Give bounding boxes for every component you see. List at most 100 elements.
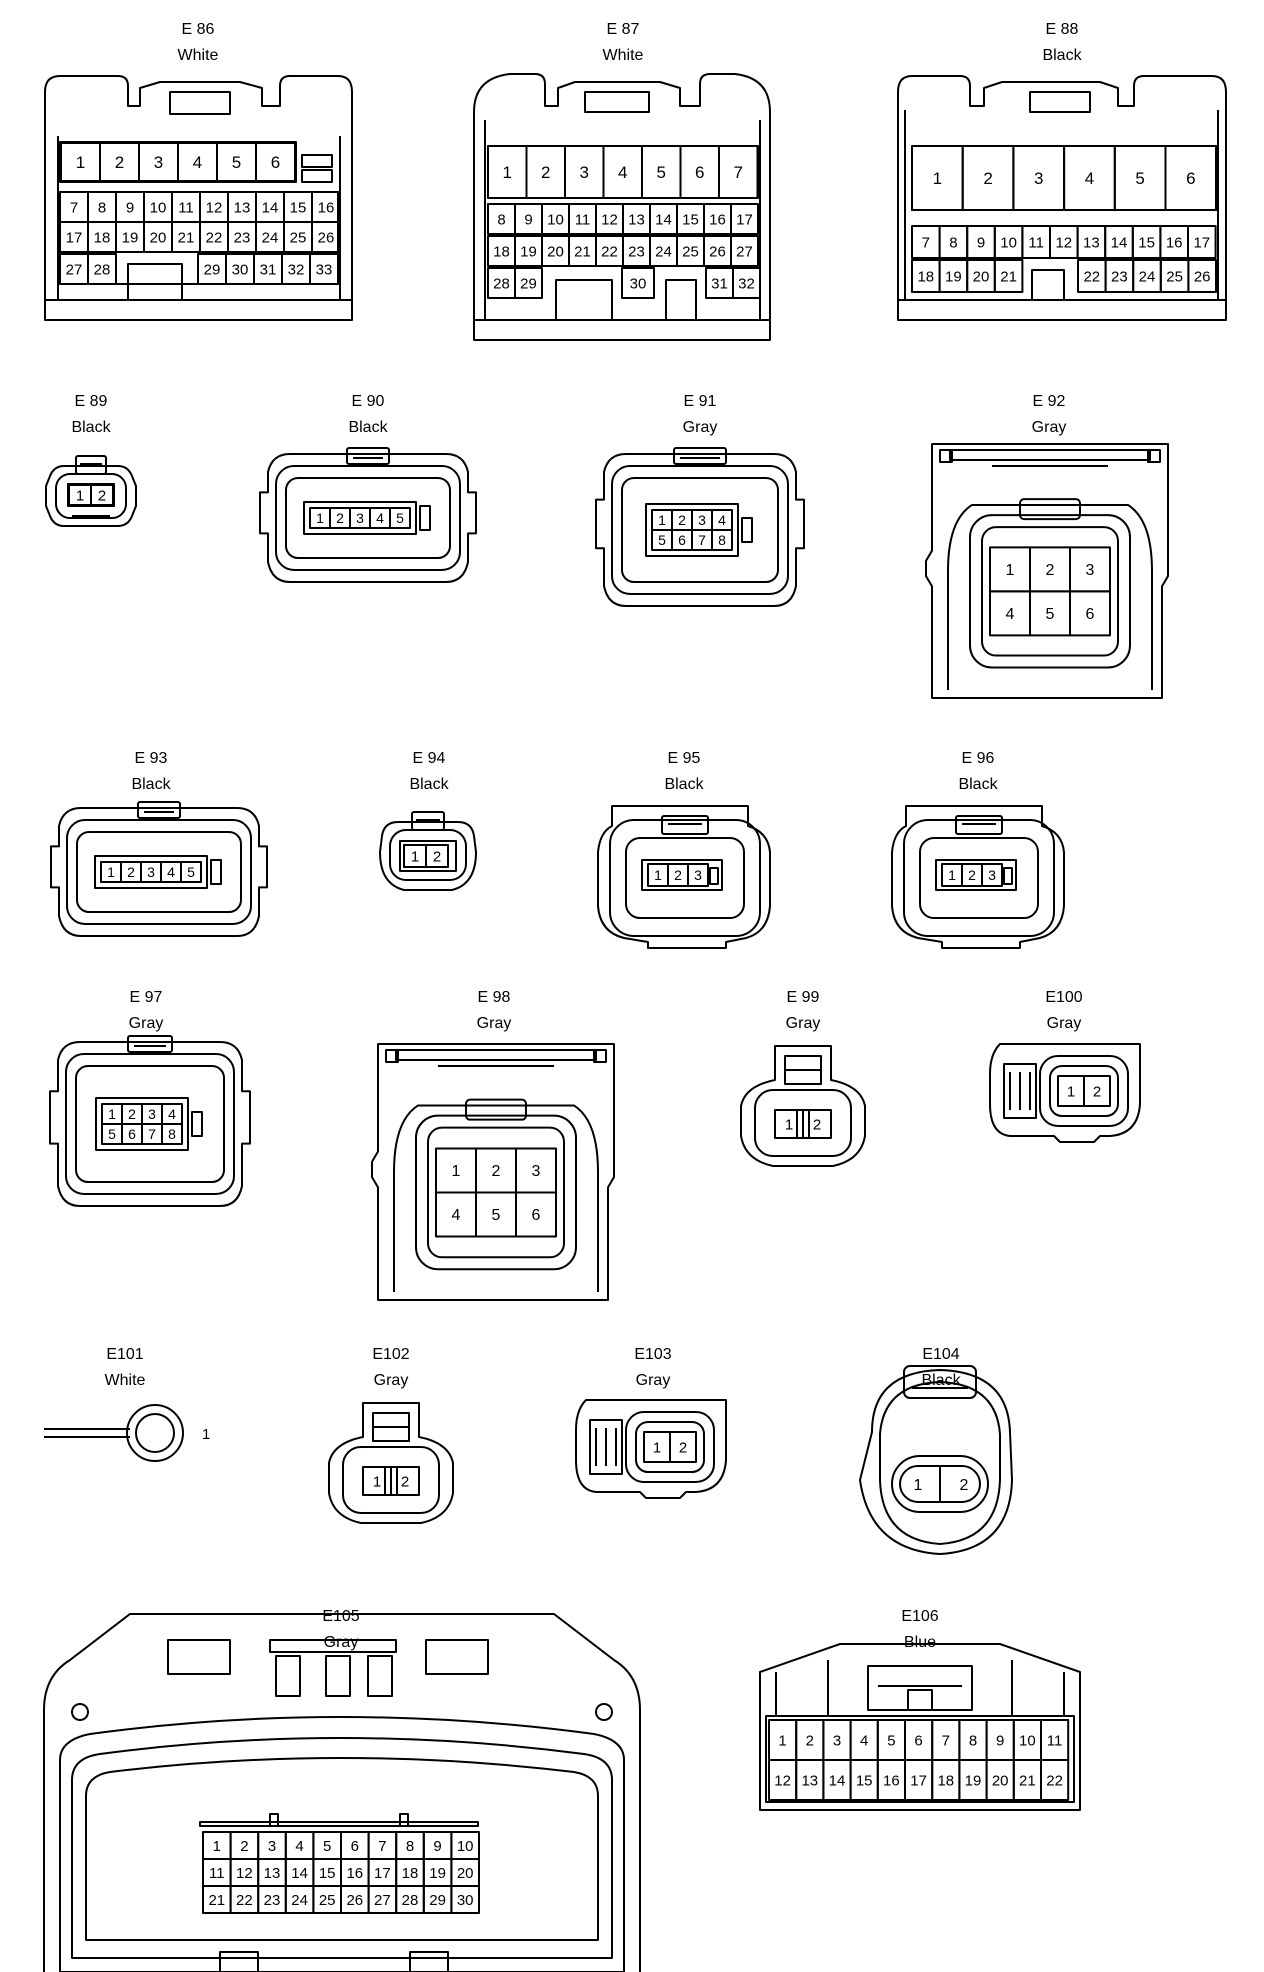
connector-id: E105 bbox=[322, 1608, 360, 1625]
pin-number: 18 bbox=[402, 1865, 419, 1882]
pin-number: 3 bbox=[154, 153, 163, 172]
connector-color: Gray bbox=[128, 1015, 164, 1032]
pin-number: 6 bbox=[1086, 606, 1095, 623]
pin-number: 1 bbox=[503, 163, 512, 182]
pin-number: 1 bbox=[202, 1426, 210, 1443]
pin-number: 2 bbox=[98, 487, 106, 504]
pin-cell bbox=[993, 259, 1024, 293]
pin-number: 1 bbox=[1006, 562, 1015, 579]
pin-cell bbox=[718, 145, 759, 199]
pin-number: 16 bbox=[883, 1772, 900, 1789]
pin-number: 1 bbox=[658, 512, 666, 528]
pin-cell bbox=[389, 507, 411, 529]
pin-number: 4 bbox=[168, 1106, 176, 1122]
pin-number: 17 bbox=[736, 211, 753, 228]
pin-number: 6 bbox=[128, 1126, 136, 1142]
pin-number: 1 bbox=[948, 867, 956, 883]
pin-cell bbox=[1083, 1075, 1111, 1107]
pin-number: 20 bbox=[457, 1865, 474, 1882]
connector-id: E 93 bbox=[134, 750, 168, 767]
pin-number: 1 bbox=[316, 510, 324, 526]
pin-number: 2 bbox=[433, 848, 441, 865]
pin-number: 26 bbox=[346, 1892, 363, 1909]
pin-number: 4 bbox=[860, 1732, 868, 1749]
pin-cell bbox=[669, 1431, 697, 1463]
pin-number: 1 bbox=[654, 867, 662, 883]
pin-cell bbox=[1187, 225, 1217, 259]
pin-number: 5 bbox=[887, 1732, 895, 1749]
pin-number: 31 bbox=[260, 261, 277, 278]
pin-number: 19 bbox=[429, 1865, 446, 1882]
pin-number: 29 bbox=[429, 1892, 446, 1909]
connector-id: E101 bbox=[106, 1346, 144, 1363]
connector-id: E 90 bbox=[351, 393, 385, 410]
pin-number: 29 bbox=[520, 275, 537, 292]
connector-color: Black bbox=[409, 776, 449, 793]
pin-number: 1 bbox=[213, 1838, 221, 1855]
pin-number: 5 bbox=[396, 510, 404, 526]
pin-number: 18 bbox=[493, 243, 510, 260]
pin-cell bbox=[515, 1191, 557, 1238]
pin-number: 23 bbox=[234, 229, 251, 246]
pin-number: 32 bbox=[738, 275, 755, 292]
pin-number: 9 bbox=[524, 211, 532, 228]
pin-number: 3 bbox=[580, 163, 589, 182]
pin-number: 5 bbox=[187, 864, 195, 880]
pin-number: 12 bbox=[236, 1865, 253, 1882]
pin-number: 15 bbox=[856, 1772, 873, 1789]
connector-color: Black bbox=[921, 1372, 961, 1389]
pin-number: 13 bbox=[628, 211, 645, 228]
pin-number: 6 bbox=[1186, 169, 1195, 188]
pin-number: 12 bbox=[601, 211, 618, 228]
connector-id: E 86 bbox=[181, 21, 215, 38]
connector-id: E 92 bbox=[1032, 393, 1066, 410]
pin-number: 17 bbox=[910, 1772, 927, 1789]
pin-number: 2 bbox=[336, 510, 344, 526]
connector-id: E 94 bbox=[412, 750, 446, 767]
pin-number: 7 bbox=[698, 532, 706, 548]
pin-number: 2 bbox=[128, 1106, 136, 1122]
pin-number: 25 bbox=[319, 1892, 336, 1909]
pin-number: 11 bbox=[1047, 1732, 1063, 1749]
pin-number: 32 bbox=[288, 261, 305, 278]
pin-number: 4 bbox=[618, 163, 627, 182]
pin-number: 16 bbox=[346, 1865, 363, 1882]
pin-number: 2 bbox=[492, 1163, 501, 1180]
pin-number: 25 bbox=[1166, 268, 1183, 285]
pin-number: 26 bbox=[1194, 268, 1211, 285]
pin-number: 20 bbox=[973, 268, 990, 285]
pin-number: 3 bbox=[833, 1732, 841, 1749]
connector-color: Black bbox=[664, 776, 704, 793]
connector-id: E100 bbox=[1045, 989, 1083, 1006]
pin-cell bbox=[390, 1466, 420, 1496]
connector-color: White bbox=[177, 47, 219, 64]
pin-number: 22 bbox=[1046, 1772, 1063, 1789]
pin-number: 27 bbox=[736, 243, 753, 260]
pin-number: 20 bbox=[547, 243, 564, 260]
pin-number: 8 bbox=[718, 532, 726, 548]
pin-cell bbox=[90, 484, 114, 506]
pin-number: 5 bbox=[108, 1126, 116, 1142]
connector-color: Black bbox=[71, 419, 111, 436]
pin-number: 1 bbox=[76, 487, 84, 504]
pin-number: 21 bbox=[208, 1892, 225, 1909]
pin-number: 9 bbox=[126, 199, 134, 216]
pin-number: 1 bbox=[411, 848, 419, 865]
pin-cell bbox=[514, 267, 543, 299]
pin-number: 2 bbox=[240, 1838, 248, 1855]
pin-number: 29 bbox=[204, 261, 221, 278]
